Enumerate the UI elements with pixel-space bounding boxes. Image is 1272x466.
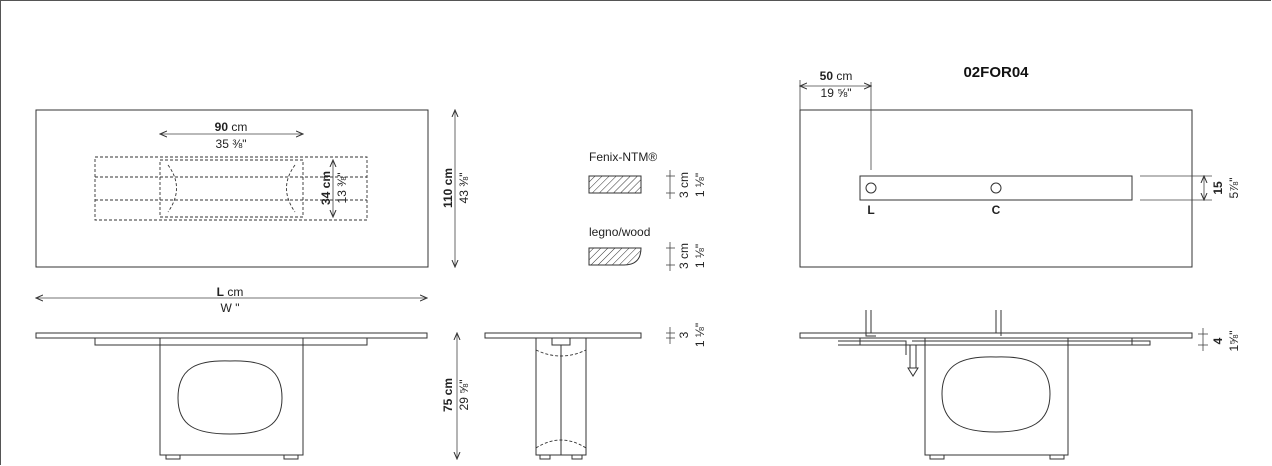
fenix-inch-label: 1 ⅛"	[693, 173, 707, 197]
front-cm-label: 4	[1211, 337, 1225, 344]
port-l-hole	[865, 182, 877, 194]
side-top-inch-label: 1 ⅛"	[693, 323, 707, 347]
material-fenix-label: Fenix-NTM®	[589, 150, 657, 164]
front-elevation	[35, 333, 457, 459]
height-cm-label: 75 cm	[441, 378, 455, 412]
wood-section-swatch	[588, 247, 642, 266]
inner-dim-inch: 35 ⅜"	[216, 137, 247, 151]
depth-cm-label: 34 cm	[319, 171, 333, 205]
channel-inch-label: 5⅞"	[1227, 178, 1241, 199]
top-view	[35, 110, 455, 267]
port-c-label: C	[992, 203, 1001, 217]
width-cm-label: 110 cm	[441, 168, 455, 208]
wiring-front-elevation	[799, 310, 1193, 460]
fenix-section-swatch	[588, 175, 642, 194]
width-inch-label: 43 ⅜"	[457, 173, 471, 204]
wiring-top-view	[800, 80, 1212, 268]
inner-dim-label: 90 cm	[215, 120, 248, 134]
port-l-label: L	[867, 203, 874, 217]
fenix-cm-label: 3 cm	[677, 172, 691, 198]
height-inch-label: 29 ⅝"	[457, 380, 471, 411]
depth-inch-label: 13 ⅜"	[335, 173, 349, 204]
wood-cm-label: 3 cm	[677, 243, 691, 269]
side-elevation	[484, 332, 642, 460]
front-inch-label: 1⅝"	[1227, 331, 1241, 352]
length-inch-label: W "	[221, 301, 240, 315]
material-wood-label: legno/wood	[589, 225, 650, 239]
model-code: 02FOR04	[963, 64, 1029, 81]
side-top-cm-label: 3	[677, 331, 691, 338]
length-label: L cm	[217, 285, 244, 299]
wood-inch-label: 1 ⅛"	[693, 244, 707, 268]
port-c-hole	[990, 182, 1002, 194]
offset-label: 50 cm	[820, 69, 853, 83]
offset-inch-label: 19 ⅝"	[821, 86, 852, 100]
channel-cm-label: 15	[1211, 181, 1225, 195]
